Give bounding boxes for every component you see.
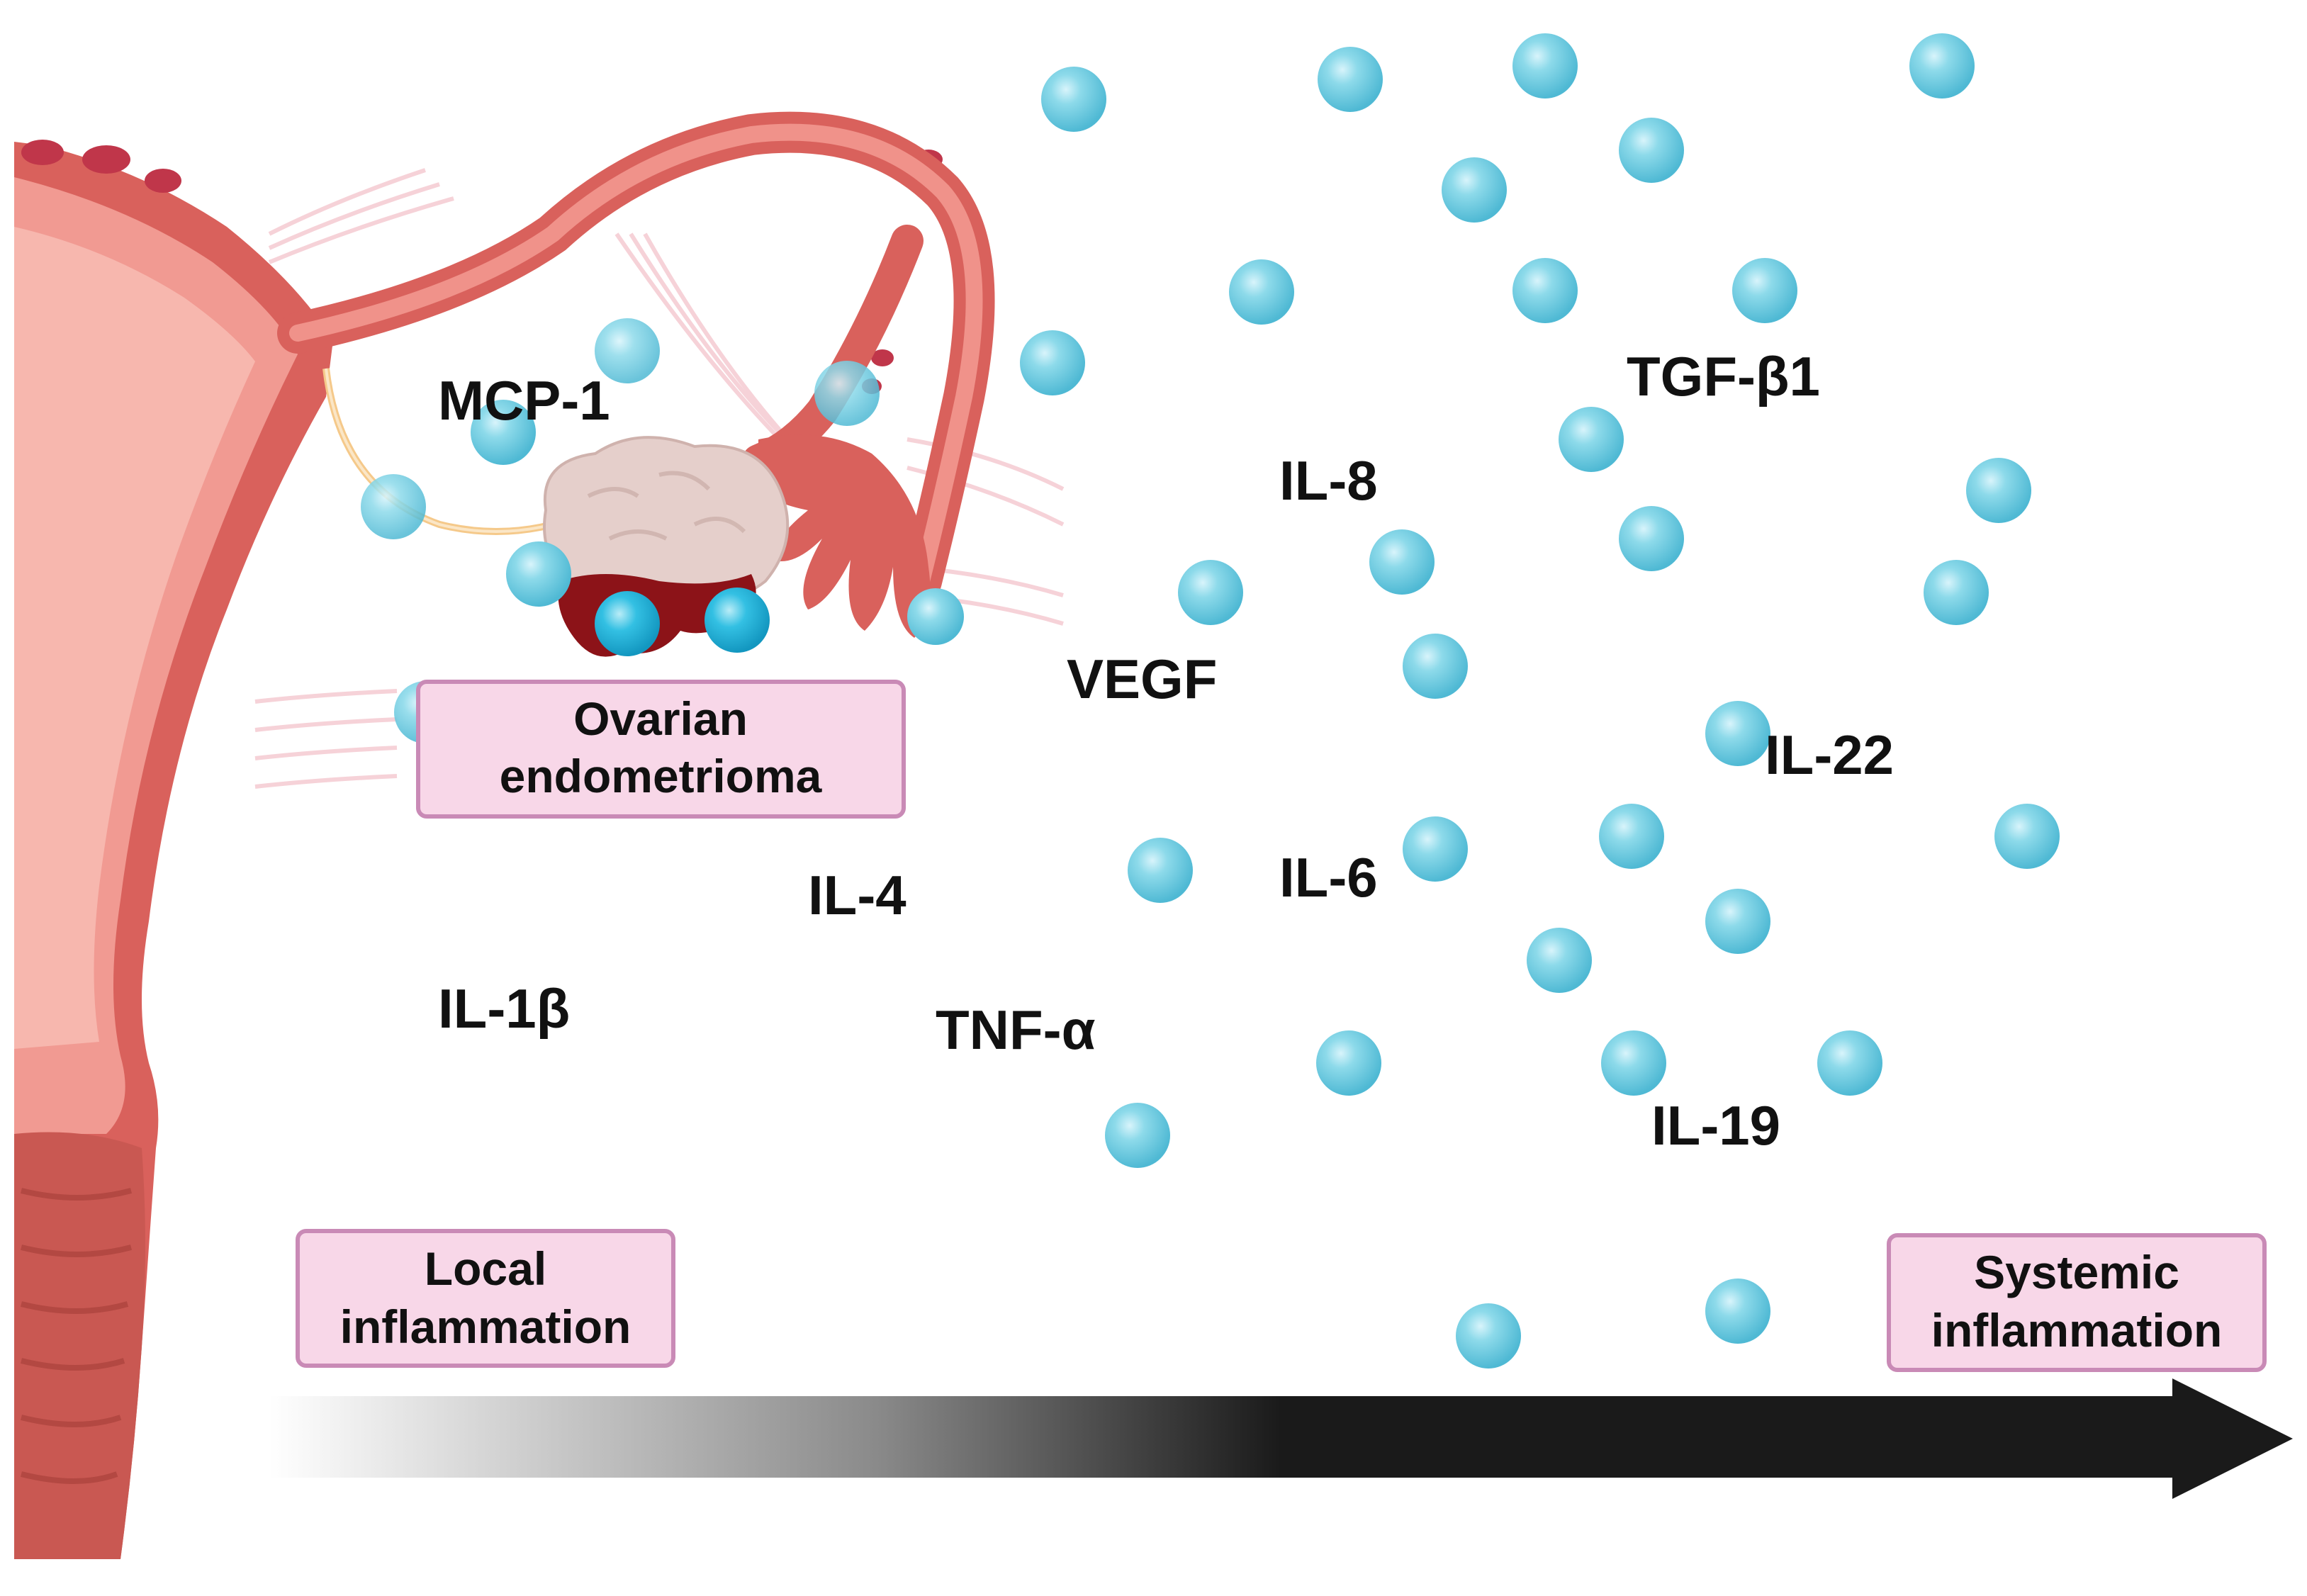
fimbriae [758, 434, 931, 638]
cervix-folds [21, 1188, 133, 1484]
particle [361, 474, 426, 539]
inflammation-gradient-arrow [269, 1378, 2293, 1499]
box-local-line2: inflammation [340, 1300, 632, 1353]
particle [1994, 804, 2060, 869]
particle [1817, 1030, 1882, 1096]
particle [1403, 634, 1468, 699]
particle [1456, 1303, 1521, 1369]
particle [595, 591, 660, 656]
cytokine-particles [361, 33, 2060, 1369]
particle [1966, 458, 2031, 523]
cervix [14, 1132, 145, 1559]
particle [1020, 330, 1085, 395]
particle [705, 588, 770, 653]
box-local-inflammation: Local inflammation [296, 1229, 675, 1368]
particle [1705, 701, 1770, 766]
particle [595, 318, 660, 383]
label-il8: IL-8 [1279, 449, 1378, 512]
box-local-line1: Local [425, 1242, 546, 1295]
box-endometrioma-line2: endometrioma [500, 750, 823, 802]
label-il1b: IL-1β [438, 977, 570, 1040]
particle [1316, 1030, 1381, 1096]
uterine-cavity [14, 227, 255, 1049]
particle [1619, 506, 1684, 571]
particle [907, 588, 964, 645]
particle [1512, 258, 1578, 323]
particle [1105, 1103, 1170, 1168]
particle [1403, 816, 1468, 882]
particle [1229, 259, 1294, 325]
particle [1705, 889, 1770, 954]
particle [1442, 157, 1507, 223]
label-tgfb1: TGF-β1 [1627, 345, 1820, 408]
particle [1619, 118, 1684, 183]
label-il6: IL-6 [1279, 846, 1378, 909]
label-il4: IL-4 [808, 864, 906, 926]
particle [1909, 33, 1975, 99]
particle [1924, 560, 1989, 625]
particle [1732, 258, 1797, 323]
particle [1178, 560, 1243, 625]
particle [1599, 804, 1664, 869]
label-il22: IL-22 [1765, 724, 1894, 786]
particle [1705, 1279, 1770, 1344]
particle [1559, 407, 1624, 472]
particle [1601, 1030, 1666, 1096]
box-systemic-line1: Systemic [1974, 1246, 2179, 1298]
box-systemic-line2: inflammation [1931, 1304, 2223, 1356]
label-tnfa: TNF-α [936, 999, 1096, 1061]
particle [1128, 838, 1193, 903]
box-endometrioma-line1: Ovarian [573, 692, 748, 745]
particle [814, 361, 880, 426]
uterus-illustration [14, 140, 975, 1559]
ligaments [254, 168, 1065, 789]
box-systemic-inflammation: Systemic inflammation [1887, 1233, 2267, 1372]
particle [1041, 67, 1106, 132]
particle [1512, 33, 1578, 99]
particle [1369, 529, 1435, 595]
particle [506, 541, 571, 607]
label-vegf: VEGF [1067, 648, 1217, 710]
particle [1527, 928, 1592, 993]
label-mcp1: MCP-1 [438, 369, 610, 432]
particle [471, 400, 536, 465]
label-il19: IL-19 [1651, 1094, 1780, 1157]
particle [1318, 47, 1383, 112]
box-ovarian-endometrioma: Ovarian endometrioma [416, 680, 906, 819]
tube-inner [289, 123, 983, 590]
cytokine-labels: MCP-1 IL-8 TGF-β1 VEGF IL-22 IL-4 IL-6 I… [438, 345, 1894, 1157]
